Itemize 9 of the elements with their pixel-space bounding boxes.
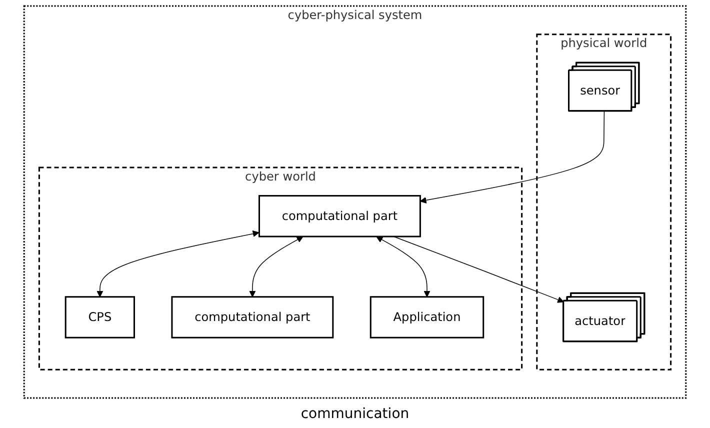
arrow (420, 110, 605, 204)
bracket-label: communication (300, 406, 410, 422)
node-box: computational part (258, 195, 421, 238)
node-box: CPS (64, 296, 135, 338)
arrow (96, 230, 260, 298)
arrow (249, 236, 304, 298)
arrow (376, 236, 430, 298)
node-box: Application (370, 296, 484, 338)
node-box: computational part (171, 296, 334, 338)
